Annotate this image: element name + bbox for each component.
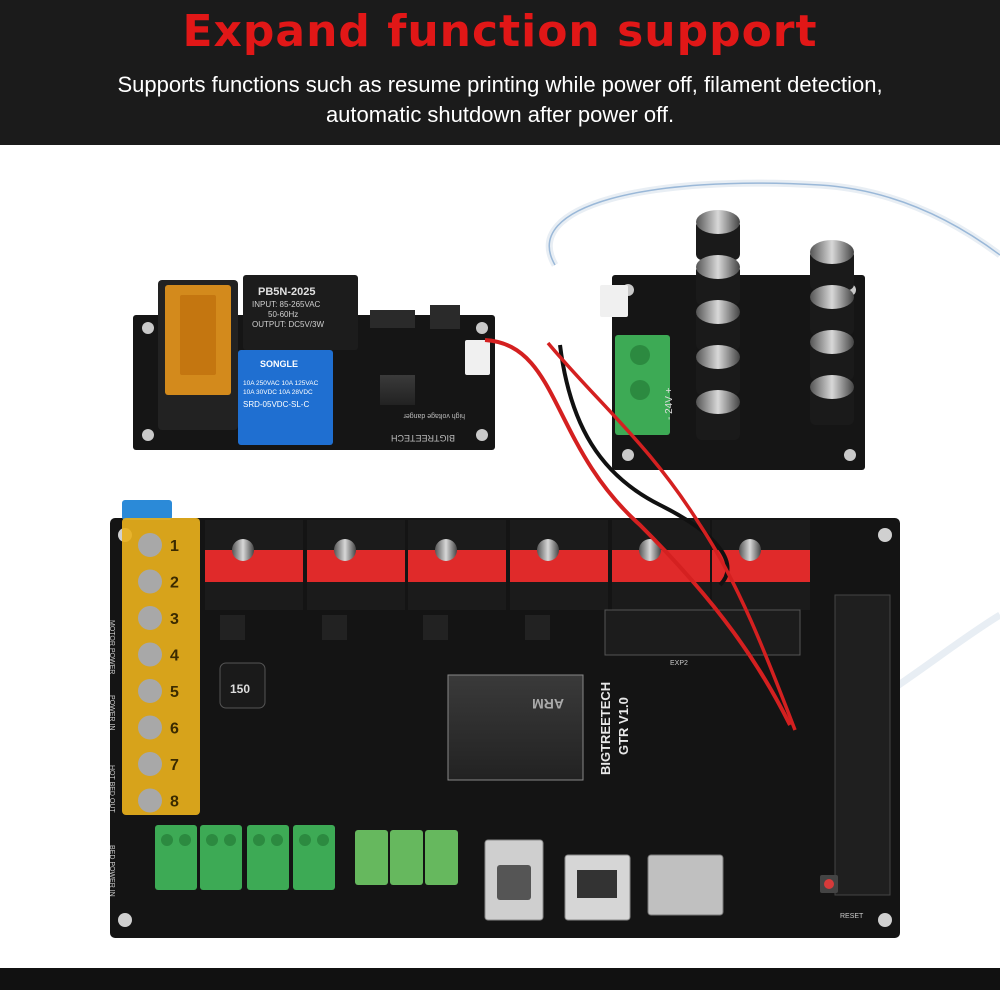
relay — [238, 350, 333, 445]
capacitor — [696, 210, 740, 260]
bottom-terminals — [155, 825, 458, 890]
svg-text:high voltage danger: high voltage danger — [403, 412, 465, 419]
svg-text:BED POWER IN: BED POWER IN — [108, 845, 115, 897]
svg-text:10A 250VAC 10A 125VAC: 10A 250VAC 10A 125VAC — [243, 380, 319, 387]
power-module-brand: PB5N-2025 — [258, 286, 315, 298]
capacitor — [696, 300, 740, 350]
banner-header: Expand function support Supports functio… — [0, 0, 1000, 145]
svg-text:INPUT: 85-265VAC: INPUT: 85-265VAC — [252, 300, 321, 309]
terminal-number: 5 — [170, 684, 179, 701]
white-cable — [545, 179, 1000, 267]
svg-text:10A 30VDC 10A 28VDC: 10A 30VDC 10A 28VDC — [243, 389, 313, 396]
capacitor — [696, 255, 740, 305]
terminal-screw[interactable] — [138, 788, 162, 813]
terminal-screw[interactable] — [138, 569, 162, 594]
inductor — [219, 662, 266, 709]
terminal-number: 4 — [170, 648, 179, 665]
terminal-screw[interactable] — [138, 715, 162, 740]
capacitor — [810, 330, 854, 380]
exp-connector — [604, 609, 801, 656]
capacitor-row — [696, 210, 854, 440]
fan-terminal[interactable] — [390, 830, 423, 885]
relay-jst-connector — [465, 340, 490, 375]
terminal-screw[interactable] — [138, 606, 162, 630]
fan-terminal[interactable] — [355, 830, 388, 885]
red-wire — [484, 338, 792, 726]
terminal-number: 1 — [170, 538, 179, 555]
relay-module: PB5N-2025 INPUT: 85-265VAC 50-60Hz OUTPU… — [133, 275, 495, 450]
mcu-chip — [447, 674, 584, 781]
svg-text:ARM: ARM — [532, 696, 564, 712]
capacitor — [810, 285, 854, 335]
footer-bar — [0, 968, 1000, 990]
terminal-number: 8 — [170, 794, 179, 811]
banner-subtitle: Supports functions such as resume printi… — [0, 70, 1000, 130]
capacitor — [696, 345, 740, 395]
terminal-screw[interactable] — [138, 533, 162, 557]
capacitor — [810, 375, 854, 425]
terminal-screw[interactable] — [138, 752, 162, 776]
svg-text:BIGTREETECH: BIGTREETECH — [598, 682, 613, 775]
product-photo: PB5N-2025 INPUT: 85-265VAC 50-60Hz OUTPU… — [108, 179, 1000, 938]
terminal-screw[interactable] — [138, 642, 162, 667]
fan-terminal[interactable] — [425, 830, 458, 885]
terminal-screw[interactable] — [138, 679, 162, 703]
svg-text:SRD-05VDC-SL-C: SRD-05VDC-SL-C — [243, 400, 309, 409]
subtitle-line-2: automatic shutdown after power off. — [325, 102, 675, 127]
svg-text:OUTPUT: DC5V/3W: OUTPUT: DC5V/3W — [252, 320, 324, 329]
power-module — [243, 275, 358, 350]
heater-terminal[interactable] — [293, 825, 335, 890]
stepper-driver-socket — [510, 520, 608, 640]
heater-terminal[interactable] — [155, 825, 197, 890]
banner-title: Expand function support — [182, 6, 818, 57]
svg-text:SONGLE: SONGLE — [260, 359, 298, 369]
stepper-driver-socket — [205, 520, 303, 640]
sd-card-slot — [647, 854, 724, 916]
svg-text:50-60Hz: 50-60Hz — [268, 310, 298, 319]
svg-text:HOT BED OUT: HOT BED OUT — [108, 765, 115, 813]
driver-sockets — [205, 520, 810, 640]
heater-terminal[interactable] — [247, 825, 289, 890]
stepper-driver-socket — [307, 520, 405, 640]
stepper-driver-socket — [408, 520, 506, 640]
svg-text:- 24V +: - 24V + — [664, 387, 675, 420]
power-terminal-strip — [122, 518, 200, 815]
svg-text:POWER IN: POWER IN — [108, 695, 115, 730]
svg-text:150: 150 — [230, 682, 250, 696]
subtitle-line-1: Supports functions such as resume printi… — [117, 72, 883, 97]
black-wire — [558, 344, 730, 587]
main-board: 1 2 3 4 5 6 7 8 ARM BIGTREETECH GTR V1.0 150 EX… — [108, 500, 900, 938]
svg-text:RESET: RESET — [840, 913, 864, 920]
capacitor — [696, 390, 740, 440]
capacitor — [810, 240, 854, 290]
heater-terminal[interactable] — [200, 825, 242, 890]
svg-text:MOTOR POWER: MOTOR POWER — [108, 620, 115, 674]
svg-text:EXP2: EXP2 — [670, 660, 688, 667]
svg-text:GTR V1.0: GTR V1.0 — [616, 697, 631, 755]
terminal-number: 7 — [170, 757, 179, 774]
terminal-screws: 1 2 3 4 5 6 7 8 — [138, 533, 179, 813]
terminal-number: 2 — [170, 575, 179, 592]
display-header — [834, 594, 891, 896]
terminal-number: 6 — [170, 721, 179, 738]
svg-text:BIGTREETECH: BIGTREETECH — [391, 433, 455, 443]
terminal-number: 3 — [170, 611, 179, 628]
